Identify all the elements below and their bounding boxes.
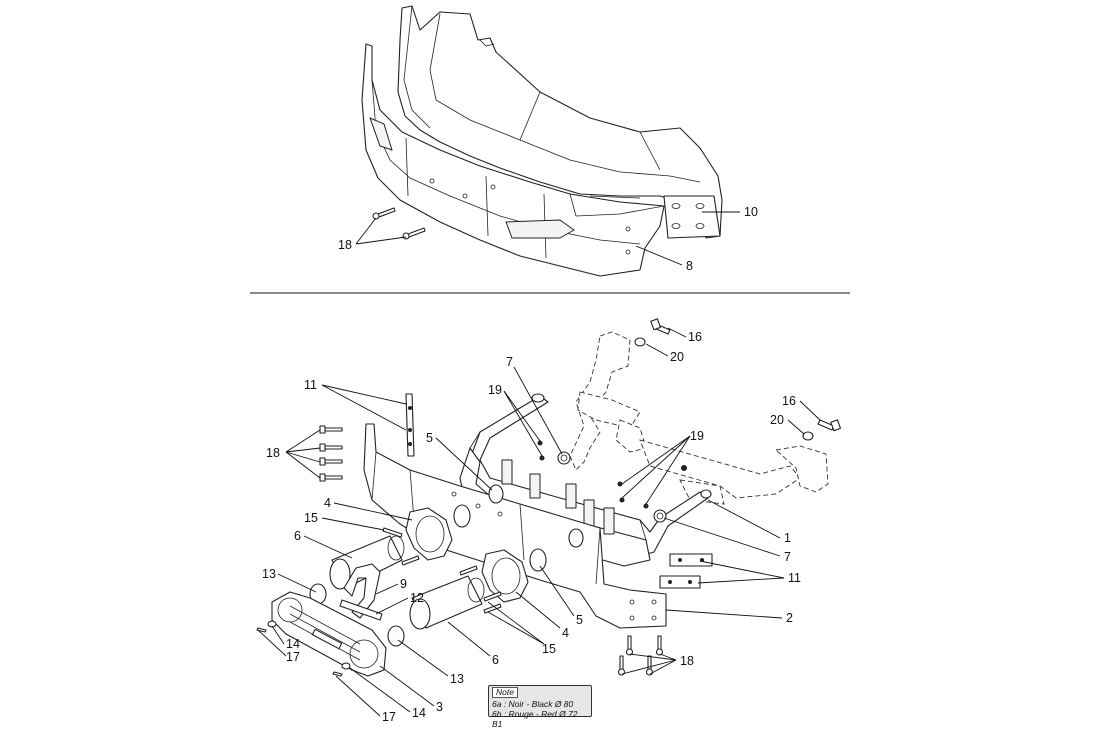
bolts-16-washers-20 [634, 318, 842, 441]
callout-18-right: 18 [680, 654, 694, 668]
callout-1: 1 [784, 531, 791, 545]
leader-lines-top [355, 211, 740, 266]
callout-20-top: 20 [670, 350, 684, 364]
callout-2: 2 [786, 611, 793, 625]
callout-13-right: 13 [450, 672, 464, 686]
callout-16-right: 16 [782, 394, 796, 408]
callout-6-left: 6 [294, 529, 301, 543]
note-line-6b: 6b : Rouge - Red Ø 72 B1 [492, 709, 578, 729]
callout-4-left: 4 [324, 496, 331, 510]
callout-6-right: 6 [492, 653, 499, 667]
note-title: Note [492, 687, 518, 698]
plate-11-left [405, 393, 415, 457]
plates-11-right [659, 553, 713, 589]
callout-15-left: 15 [304, 511, 318, 525]
callout-5-upper: 5 [426, 431, 433, 445]
callout-4-right: 4 [562, 626, 569, 640]
note-box: Note 6a : Noir - Black Ø 80 6b : Rouge -… [488, 685, 592, 729]
sprockets-4 [405, 504, 547, 603]
callout-11-left: 11 [304, 378, 317, 392]
upper-cowl-shell [397, 5, 723, 239]
callout-17-left: 17 [286, 650, 300, 664]
mounting-plate-10 [663, 195, 721, 239]
chassis-frame-reference [569, 331, 829, 505]
screws-18-bottom [617, 635, 664, 676]
end-caps-7 [557, 451, 667, 523]
side-plate-3 [271, 591, 387, 677]
screws-18-left [319, 425, 343, 482]
spacers-13 [309, 583, 405, 647]
callout-15-right: 15 [542, 642, 556, 656]
callout-5-lower: 5 [576, 613, 583, 627]
callout-13-left: 13 [262, 567, 276, 581]
screws-18-top [372, 207, 426, 240]
washers-14-screws-17 [256, 620, 351, 677]
callout-18-left: 18 [266, 446, 280, 460]
callout-8: 8 [686, 259, 693, 273]
pins-15 [382, 527, 502, 614]
callout-16-top: 16 [688, 330, 702, 344]
nuts-19 [537, 440, 687, 509]
callout-11-right: 11 [788, 571, 801, 585]
callout-7-upper: 7 [506, 355, 513, 369]
callout-labels: 18 10 8 16 20 7 19 11 16 20 5 19 18 4 15… [262, 205, 801, 724]
callout-9: 9 [400, 577, 407, 591]
callout-14-bottom: 14 [412, 706, 426, 720]
front-bumper-cover [361, 43, 665, 277]
callout-14-left: 14 [286, 637, 300, 651]
callout-19-left: 19 [488, 383, 502, 397]
rollers-6 [329, 535, 485, 630]
callout-12: 12 [410, 591, 424, 605]
bumper-cover-assembly [361, 5, 723, 277]
callout-18-top: 18 [338, 238, 352, 252]
leader-lines-bottom [257, 327, 821, 717]
bracket-9 [339, 563, 383, 621]
callout-17-bottom: 17 [382, 710, 396, 724]
note-line-6a: 6a : Noir - Black Ø 80 [492, 699, 574, 709]
spacers-5 [488, 484, 584, 548]
callout-19-right: 19 [690, 429, 704, 443]
callout-20-right: 20 [770, 413, 784, 427]
callout-10: 10 [744, 205, 758, 219]
callout-7-lower: 7 [784, 550, 791, 564]
callout-3: 3 [436, 700, 443, 714]
